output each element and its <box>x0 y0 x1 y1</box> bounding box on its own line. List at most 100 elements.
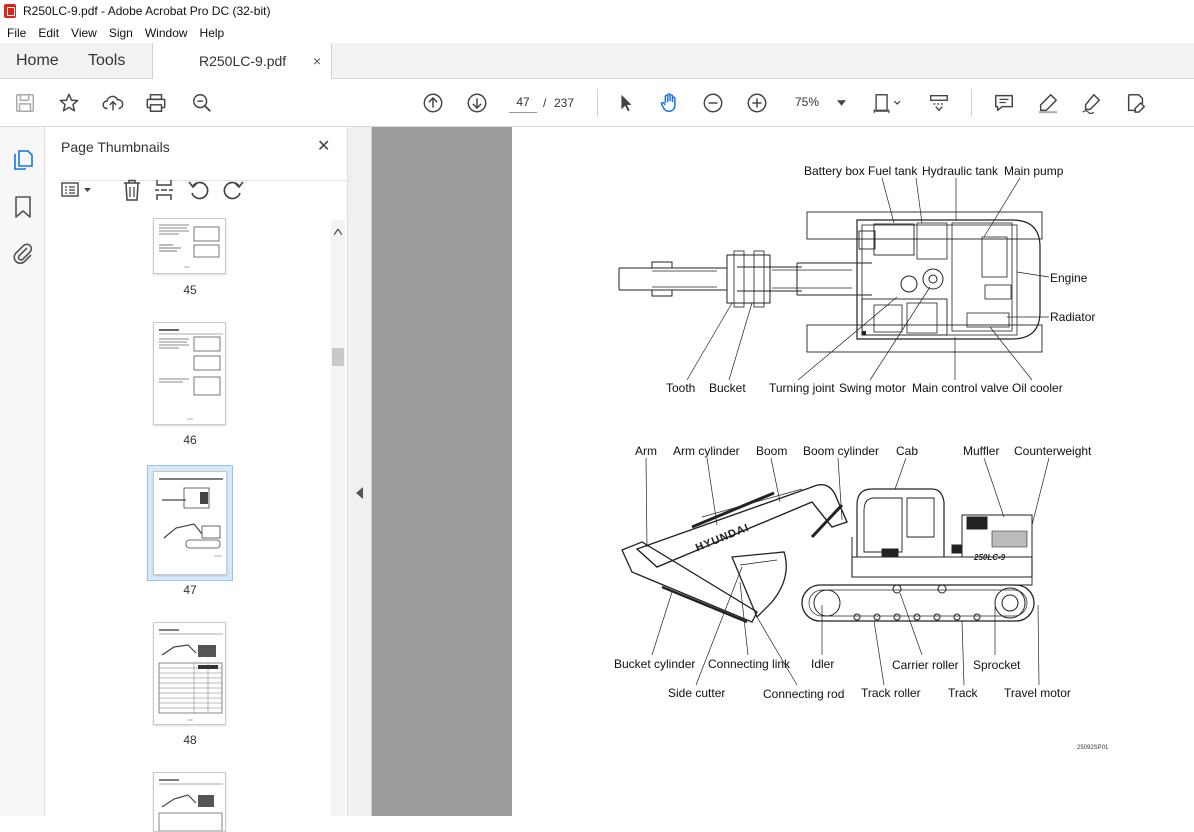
print-icon[interactable] <box>144 91 168 115</box>
zoom-dropdown[interactable]: 75% <box>787 91 851 113</box>
thumbnail-page-49[interactable] <box>153 772 226 832</box>
chevron-down-icon <box>837 95 847 109</box>
thumbnail-label: 46 <box>183 433 197 447</box>
menu-bar: File Edit View Sign Window Help <box>0 22 1194 43</box>
select-arrow-icon[interactable] <box>614 91 638 115</box>
scroll-up-arrow-icon[interactable] <box>333 224 343 238</box>
tab-document[interactable]: R250LC-9.pdf × <box>152 43 332 80</box>
label-turning-joint: Turning joint <box>769 381 835 395</box>
thumbnail-label: 45 <box>183 283 197 297</box>
menu-view[interactable]: View <box>71 25 97 40</box>
save-icon[interactable] <box>13 91 37 115</box>
tab-bar: Home Tools R250LC-9.pdf × <box>0 43 1194 80</box>
rotate-right-icon[interactable] <box>221 178 245 202</box>
menu-edit[interactable]: Edit <box>38 25 60 40</box>
menu-help[interactable]: Help <box>199 25 225 40</box>
label-main-pump: Main pump <box>1004 164 1064 178</box>
thumbnail-options-menu[interactable] <box>60 179 96 201</box>
label-connecting-rod: Connecting rod <box>763 687 845 701</box>
thumbnail-page-45[interactable] <box>153 218 226 274</box>
tab-document-label: R250LC-9.pdf <box>199 53 287 69</box>
label-connecting-link: Connecting link <box>708 657 791 671</box>
title-bar: R250LC-9.pdf - Adobe Acrobat Pro DC (32-… <box>0 0 1194 22</box>
fill-sign-icon[interactable] <box>1124 91 1148 115</box>
highlight-pen-icon[interactable] <box>1036 91 1060 115</box>
excavator-diagram <box>618 177 1050 686</box>
label-travel-motor: Travel motor <box>1004 686 1071 700</box>
page-up-icon[interactable] <box>421 91 445 115</box>
draw-freehand-icon[interactable] <box>1080 91 1104 115</box>
menu-file[interactable]: File <box>7 25 27 40</box>
thumbnail-page-48[interactable] <box>153 622 226 725</box>
zoom-value: 75% <box>795 95 820 109</box>
thumbnail-label: 47 <box>183 583 197 597</box>
model-badge: 250LC-9 <box>974 553 1006 562</box>
label-sprocket: Sprocket <box>973 658 1021 672</box>
bookmarks-icon[interactable] <box>14 195 32 219</box>
page-separator: / <box>543 96 547 110</box>
panel-divider <box>61 180 349 181</box>
panel-splitter[interactable] <box>348 127 372 816</box>
tab-home[interactable]: Home <box>16 52 59 69</box>
thumbnail-page-47[interactable] <box>153 471 227 575</box>
label-tooth: Tooth <box>666 381 696 395</box>
page-down-icon[interactable] <box>465 91 489 115</box>
menu-window[interactable]: Window <box>144 25 188 40</box>
label-arm-cylinder: Arm cylinder <box>673 444 740 458</box>
find-zoom-icon[interactable] <box>190 91 214 115</box>
label-idler: Idler <box>811 657 835 671</box>
scrolling-mode-icon[interactable] <box>927 91 951 115</box>
label-side-cutter: Side cutter <box>668 686 726 700</box>
tab-tools[interactable]: Tools <box>88 52 126 69</box>
label-track: Track <box>948 686 978 700</box>
label-swing-motor: Swing motor <box>839 381 906 395</box>
attachments-icon[interactable] <box>12 241 34 265</box>
label-counterweight: Counterweight <box>1014 444 1092 458</box>
panel-title: Page Thumbnails <box>61 139 170 155</box>
page-thumbnails-icon[interactable] <box>12 149 34 171</box>
thumbnails-panel: Page Thumbnails ✕ 45 46 47 48 <box>45 127 349 832</box>
pdf-page: HYUNDAI 250LC-9 Battery box Fuel tank Hy… <box>512 127 1194 816</box>
figure-code: 25092SP01 <box>1077 745 1109 751</box>
label-bucket-cylinder: Bucket cylinder <box>614 657 696 671</box>
collapse-panel-icon[interactable] <box>356 487 364 499</box>
zoom-out-icon[interactable] <box>701 91 725 115</box>
toolbar-divider <box>971 89 972 117</box>
document-background <box>372 127 512 816</box>
toolbar-divider <box>597 89 598 117</box>
tab-close-icon[interactable]: × <box>313 53 322 69</box>
page-total: 237 <box>554 96 575 110</box>
label-cab: Cab <box>896 444 919 458</box>
thumbnail-scrollbar[interactable] <box>331 220 345 816</box>
hand-tool-icon[interactable] <box>657 91 681 115</box>
label-arm: Arm <box>635 444 657 458</box>
label-fuel-tank: Fuel tank <box>868 164 918 178</box>
zoom-in-icon[interactable] <box>745 91 769 115</box>
delete-page-icon[interactable] <box>121 178 143 202</box>
label-boom-cylinder: Boom cylinder <box>803 444 880 458</box>
label-radiator: Radiator <box>1050 310 1096 324</box>
split-page-icon[interactable] <box>153 178 175 202</box>
toolbar: / 237 <box>0 79 1194 127</box>
menu-sign[interactable]: Sign <box>108 25 133 40</box>
page-fit-icon[interactable] <box>870 91 906 115</box>
acrobat-app-icon <box>4 4 16 18</box>
label-engine: Engine <box>1050 271 1088 285</box>
panel-close-icon[interactable]: ✕ <box>317 138 331 155</box>
label-oil-cooler: Oil cooler <box>1012 381 1063 395</box>
label-carrier-roller: Carrier roller <box>892 658 959 672</box>
thumbnail-page-46[interactable] <box>153 322 226 425</box>
scrollbar-thumb[interactable] <box>332 348 344 366</box>
upload-cloud-icon[interactable] <box>101 91 125 115</box>
window-title: R250LC-9.pdf - Adobe Acrobat Pro DC (32-… <box>23 4 271 18</box>
label-boom: Boom <box>756 444 788 458</box>
label-muffler: Muffler <box>963 444 1000 458</box>
comment-icon[interactable] <box>992 91 1016 115</box>
page-number-input[interactable] <box>509 91 537 113</box>
label-hydraulic-tank: Hydraulic tank <box>922 164 999 178</box>
label-bucket: Bucket <box>709 381 746 395</box>
bookmark-star-icon[interactable] <box>57 91 81 115</box>
rotate-left-icon[interactable] <box>187 178 211 202</box>
thumbnail-label: 48 <box>183 733 197 747</box>
left-rail <box>0 127 45 816</box>
